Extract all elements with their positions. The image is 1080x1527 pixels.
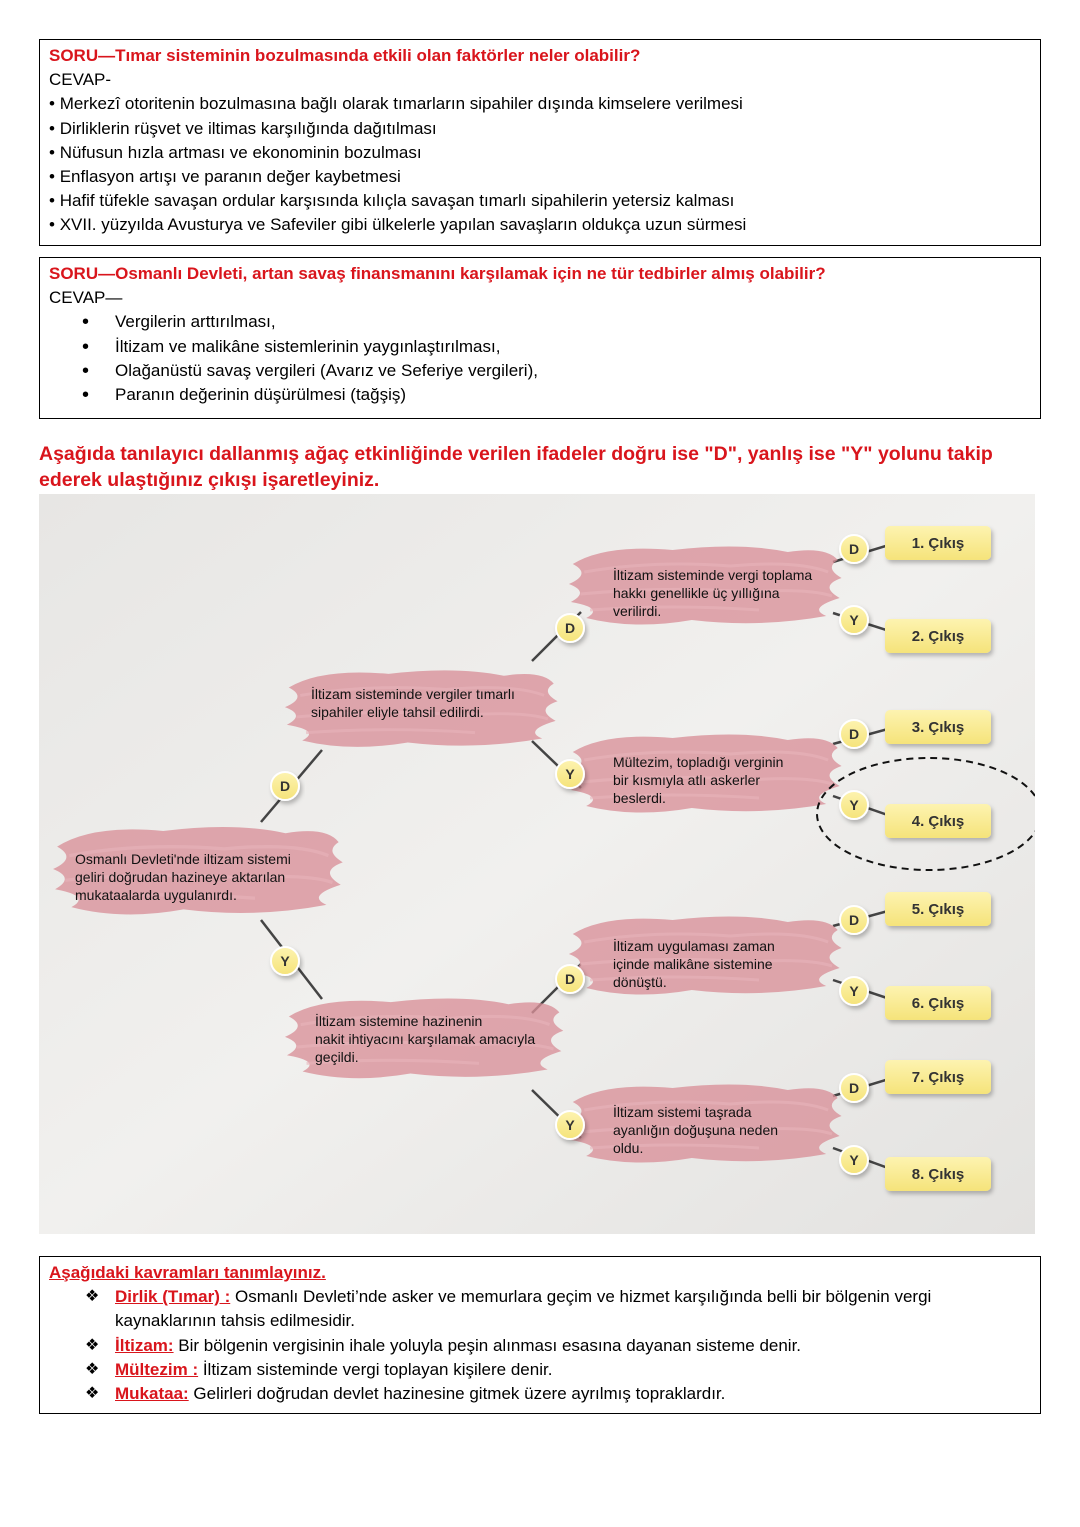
- selected-exit-marker: [816, 757, 1035, 871]
- definitions-title: Aşağıdaki kavramları tanımlayınız.: [49, 1263, 326, 1282]
- svg-text:8. Çıkış: 8. Çıkış: [912, 1166, 965, 1183]
- branch-d-circle: D: [839, 534, 869, 564]
- svg-text:7. Çıkış: 7. Çıkış: [912, 1069, 965, 1086]
- svg-text:İltizam sistemi taşrada: İltizam sistemi taşrada ayanlığın doğuşu…: [613, 1103, 782, 1156]
- question-box-2: SORU—Osmanlı Devleti, artan savaş finans…: [39, 257, 1041, 419]
- svg-text:İltizam uygulaması zaman: İltizam uygulaması zaman içinde malikâne…: [613, 937, 779, 990]
- svg-text:5. Çıkış: 5. Çıkış: [912, 901, 965, 918]
- svg-text:2. Çıkış: 2. Çıkış: [912, 628, 965, 645]
- list-item: • XVII. yüzyılda Avusturya ve Safeviler …: [49, 215, 747, 235]
- svg-text:Y: Y: [565, 766, 575, 782]
- definitions-list: ❖Dirlik (Tımar) : Osmanlı Devleti’nde as…: [49, 1285, 1031, 1406]
- diamond-bullet-icon: ❖: [85, 1336, 100, 1354]
- svg-text:Y: Y: [565, 1117, 575, 1133]
- exit-8[interactable]: 8. Çıkış: [885, 1157, 991, 1191]
- exit-6[interactable]: 6. Çıkış: [885, 986, 991, 1020]
- statement-level3-dy: Mültezim, topladığı verginin bir kısmıyl…: [567, 732, 844, 815]
- branch-d-circle: D: [270, 771, 300, 801]
- svg-text:Y: Y: [280, 953, 290, 969]
- exit-3[interactable]: 3. Çıkış: [885, 710, 991, 744]
- list-item: • Merkezî otoritenin bozulmasına bağlı o…: [49, 94, 743, 114]
- branch-y-circle: Y: [839, 976, 869, 1006]
- branch-d-circle: D: [839, 905, 869, 935]
- svg-text:İltizam sisteminde vergiler tı: İltizam sisteminde vergiler tımarlı sipa…: [311, 685, 519, 720]
- question-1: SORU—Tımar sisteminin bozulmasında etkil…: [49, 46, 641, 65]
- list-item: İltizam ve malikâne sistemlerinin yaygın…: [49, 335, 1031, 359]
- branch-y-circle: Y: [839, 1145, 869, 1175]
- exit-7[interactable]: 7. Çıkış: [885, 1060, 991, 1094]
- branch-d-circle: D: [839, 1073, 869, 1103]
- svg-text:Osmanlı Devleti'nde iltizam si: Osmanlı Devleti'nde iltizam sistemi geli…: [75, 851, 295, 903]
- branch-d-circle: D: [555, 964, 585, 994]
- svg-text:6. Çıkış: 6. Çıkış: [912, 995, 965, 1012]
- svg-text:Y: Y: [849, 1152, 859, 1168]
- question-box-1: SORU—Tımar sisteminin bozulmasında etkil…: [39, 39, 1041, 246]
- definition-item: ❖Mukataa: Gelirleri doğrudan devlet hazi…: [49, 1382, 1031, 1406]
- svg-text:Mültezim, topladığı verginin: Mültezim, topladığı verginin bir kısmıyl…: [613, 754, 787, 806]
- diamond-bullet-icon: ❖: [85, 1288, 100, 1306]
- definition-item: ❖İltizam: Bir bölgenin vergisinin ihale …: [49, 1334, 1031, 1358]
- branch-y-circle: Y: [555, 1110, 585, 1140]
- svg-text:D: D: [565, 620, 575, 636]
- svg-text:D: D: [280, 778, 290, 794]
- exit-1[interactable]: 1. Çıkış: [885, 526, 991, 560]
- statement-level2-d: İltizam sisteminde vergiler tımarlı sipa…: [283, 668, 560, 749]
- branch-d-circle: D: [555, 613, 585, 643]
- svg-text:İltizam sisteminde vergi topla: İltizam sisteminde vergi toplama hakkı g…: [613, 566, 816, 619]
- branch-d-circle: D: [839, 719, 869, 749]
- svg-text:Y: Y: [849, 983, 859, 999]
- statement-root: Osmanlı Devleti'nde iltizam sistemi geli…: [51, 825, 345, 917]
- answer-list-1: • Merkezî otoritenin bozulmasına bağlı o…: [49, 92, 1031, 237]
- svg-text:İltizam sistemine hazinenin: İltizam sistemine hazinenin nakit ihtiya…: [315, 1012, 539, 1065]
- branch-y-circle: Y: [839, 605, 869, 635]
- statement-level3-yy: İltizam sistemi taşrada ayanlığın doğuşu…: [567, 1082, 844, 1165]
- definition-item: ❖Mültezim : İltizam sisteminde vergi top…: [49, 1358, 1031, 1382]
- exit-2[interactable]: 2. Çıkış: [885, 619, 991, 653]
- diamond-bullet-icon: ❖: [85, 1360, 100, 1378]
- svg-text:Y: Y: [849, 612, 859, 628]
- list-item: • Enflasyon artışı ve paranın değer kayb…: [49, 167, 401, 187]
- branch-y-circle: Y: [270, 946, 300, 976]
- list-item: Paranın değerinin düşürülmesi (tağşiş): [49, 383, 1031, 407]
- list-item: Olağanüstü savaş vergileri (Avarız ve Se…: [49, 359, 1031, 383]
- activity-instruction: Aşağıda tanılayıcı dallanmış ağaç etkinl…: [39, 443, 993, 491]
- statement-level3-yd: İltizam uygulaması zaman içinde malikâne…: [567, 914, 844, 997]
- definitions-box: Aşağıdaki kavramları tanımlayınız. ❖Dirl…: [39, 1256, 1041, 1414]
- svg-text:D: D: [565, 971, 575, 987]
- diamond-bullet-icon: ❖: [85, 1385, 100, 1403]
- list-item: • Hafif tüfekle savaşan ordular karşısın…: [49, 191, 735, 211]
- branch-y-circle: Y: [555, 759, 585, 789]
- exit-4[interactable]: 4. Çıkış: [885, 804, 991, 838]
- exit-5[interactable]: 5. Çıkış: [885, 892, 991, 926]
- svg-text:4. Çıkış: 4. Çıkış: [912, 813, 965, 830]
- definition-item: ❖Dirlik (Tımar) : Osmanlı Devleti’nde as…: [85, 1287, 932, 1331]
- question-2: SORU—Osmanlı Devleti, artan savaş finans…: [49, 264, 826, 283]
- statement-level3-dd: İltizam sisteminde vergi toplama hakkı g…: [567, 544, 844, 627]
- svg-text:Y: Y: [849, 797, 859, 813]
- svg-text:D: D: [849, 726, 859, 742]
- answer-list-2: Vergilerin arttırılması, İltizam ve mali…: [49, 310, 1031, 407]
- answer-label-2: CEVAP—: [49, 288, 123, 308]
- list-item: Vergilerin arttırılması,: [49, 310, 1031, 334]
- answer-label-1: CEVAP-: [49, 70, 112, 90]
- svg-text:D: D: [849, 1080, 859, 1096]
- svg-text:1. Çıkış: 1. Çıkış: [912, 535, 965, 552]
- statement-level2-y: İltizam sistemine hazinenin nakit ihtiya…: [283, 997, 565, 1080]
- branch-y-circle: Y: [839, 790, 869, 820]
- svg-text:D: D: [849, 541, 859, 557]
- list-item: • Nüfusun hızla artması ve ekonominin bo…: [49, 142, 422, 162]
- svg-text:D: D: [849, 912, 859, 928]
- list-item: • Dirliklerin rüşvet ve iltimas karşılığ…: [49, 118, 437, 138]
- svg-text:3. Çıkış: 3. Çıkış: [912, 719, 965, 736]
- branching-tree-diagram: Osmanlı Devleti'nde iltizam sistemi geli…: [39, 494, 1035, 1234]
